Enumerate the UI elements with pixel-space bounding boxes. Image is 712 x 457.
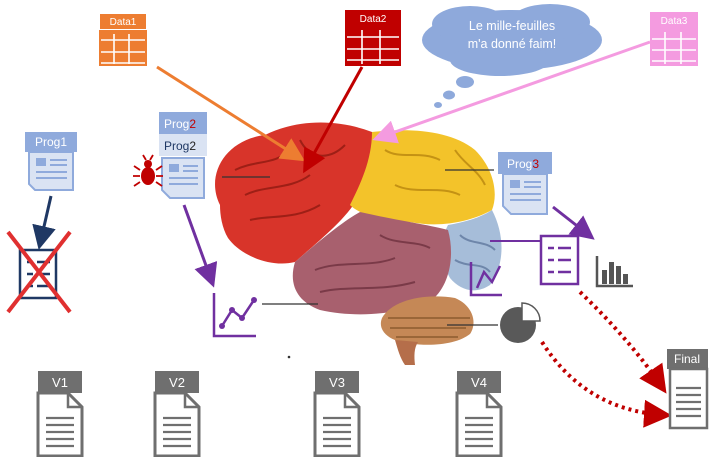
table-icon bbox=[345, 26, 401, 66]
table-icon bbox=[650, 28, 698, 66]
line-chart-icon bbox=[212, 293, 257, 338]
prog1-document: Prog1 bbox=[25, 132, 77, 191]
document-icon bbox=[161, 157, 205, 199]
dot bbox=[287, 355, 291, 359]
version-doc-3: V3 bbox=[313, 371, 361, 457]
arrow-data2 bbox=[303, 66, 364, 174]
bar-chart-icon bbox=[595, 256, 633, 288]
data3-label: Data3 bbox=[661, 16, 688, 27]
version-doc-1: V1 bbox=[36, 371, 84, 457]
version-doc-2: V2 bbox=[153, 371, 201, 457]
document-icon bbox=[668, 367, 709, 430]
prog2-label: Prog2 bbox=[164, 117, 196, 131]
data3-table: Data3 bbox=[650, 12, 698, 66]
dotted-arrow-1 bbox=[578, 290, 667, 394]
arrow-prog3 bbox=[552, 205, 595, 240]
version-label: V3 bbox=[329, 375, 345, 390]
red-cross bbox=[6, 230, 72, 314]
brain-illustration bbox=[215, 122, 502, 365]
arrow-data3 bbox=[372, 40, 651, 144]
prog2-document: Prog2 Prog2 bbox=[159, 112, 207, 199]
prog3-document: Prog3 bbox=[498, 152, 552, 215]
final-label: Final bbox=[674, 352, 700, 366]
data1-table: Data1 bbox=[99, 14, 147, 66]
version-label: V4 bbox=[471, 375, 487, 390]
arrow-prog1 bbox=[32, 195, 56, 250]
thought-bubble: Le mille-feuilles m'a donné faim! bbox=[422, 4, 602, 108]
prog1-label: Prog1 bbox=[35, 135, 67, 149]
document-icon bbox=[28, 151, 74, 191]
dotted-arrow-2 bbox=[540, 340, 672, 428]
data2-table: Data2 bbox=[345, 10, 401, 66]
final-document: Final bbox=[667, 349, 709, 430]
version-label: V1 bbox=[52, 375, 68, 390]
bubble-line-2: m'a donné faim! bbox=[468, 37, 557, 51]
data2-label: Data2 bbox=[360, 14, 387, 25]
version-doc-4: V4 bbox=[455, 371, 503, 457]
document-icon bbox=[502, 173, 548, 215]
bubble-line-1: Le mille-feuilles bbox=[469, 19, 555, 33]
arrow-prog2 bbox=[182, 204, 218, 288]
version-label: V2 bbox=[169, 375, 185, 390]
bug-icon bbox=[133, 154, 163, 187]
data1-label: Data1 bbox=[110, 17, 137, 28]
arrow-data1 bbox=[156, 65, 306, 162]
version-documents: V1 V2 V3 V4 bbox=[36, 371, 503, 457]
list-icon bbox=[539, 234, 580, 286]
pie-chart-icon bbox=[500, 302, 541, 343]
prog2b-label: Prog2 bbox=[164, 139, 196, 153]
line-chart-icon bbox=[469, 262, 502, 297]
prog3-label: Prog3 bbox=[507, 157, 539, 171]
table-icon bbox=[99, 30, 147, 66]
